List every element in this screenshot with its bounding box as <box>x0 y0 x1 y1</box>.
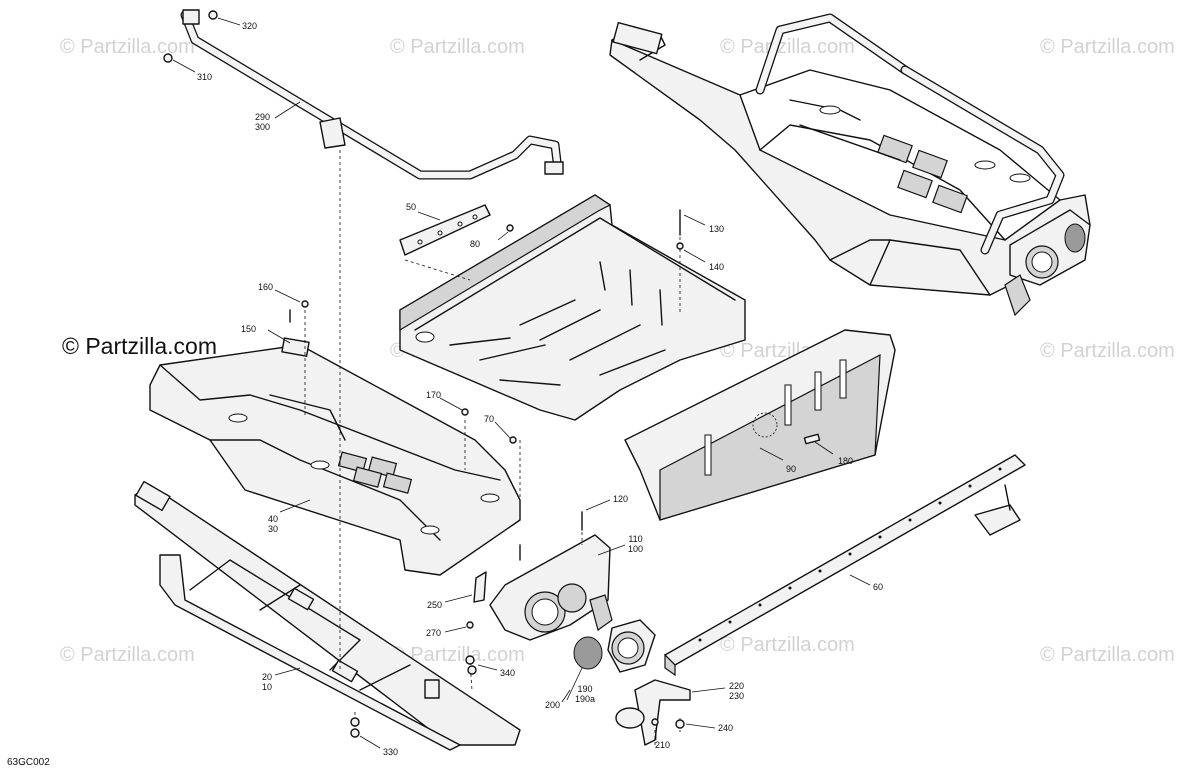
callout-190-190a: 190 190a <box>575 684 596 704</box>
callout-240: 240 <box>718 723 734 733</box>
callout-170: 170 <box>426 390 442 400</box>
callout-110-100: 110 100 <box>628 534 644 554</box>
watermark: © Partzilla.com <box>60 644 195 666</box>
lower-frame-20 <box>134 480 521 751</box>
callout-20-10: 20 10 <box>262 672 273 692</box>
callout-140: 140 <box>709 262 725 272</box>
leader-lines <box>172 17 871 749</box>
watermark: © Partzilla.com <box>390 36 525 58</box>
callout-120: 120 <box>613 494 629 504</box>
cargo-tray-40 <box>149 337 521 576</box>
fasteners <box>163 10 685 738</box>
callout-270: 270 <box>426 628 442 638</box>
watermark: © Partzilla.com <box>1040 36 1175 58</box>
callout-50: 50 <box>406 202 417 212</box>
callout-330: 330 <box>383 747 399 757</box>
watermark: © Partzilla.com <box>390 644 525 666</box>
side-rail-60 <box>664 454 1026 677</box>
watermark: © Partzilla.com <box>720 36 855 58</box>
callout-310: 310 <box>197 72 213 82</box>
callout-80: 80 <box>470 239 481 249</box>
callout-60: 60 <box>873 582 884 592</box>
callout-130: 130 <box>709 224 725 234</box>
callout-160: 160 <box>258 282 274 292</box>
callout-200: 200 <box>545 700 561 710</box>
callout-220-230: 220 230 <box>729 681 745 701</box>
bracket-plate-50 <box>399 204 491 256</box>
watermark: © Partzilla.com <box>1040 340 1175 362</box>
callout-40-30: 40 30 <box>268 514 279 534</box>
rear-bar-290 <box>180 9 564 180</box>
callout-320: 320 <box>242 21 258 31</box>
brand-watermark: © Partzilla.com <box>62 333 217 359</box>
callout-250: 250 <box>427 600 443 610</box>
callout-90: 90 <box>786 464 797 474</box>
side-panel-90 <box>624 329 896 521</box>
diagram-code: 63GC002 <box>7 757 50 768</box>
light-bracket-220 <box>615 679 691 746</box>
watermark: © Partzilla.com <box>720 634 855 656</box>
watermark: © Partzilla.com <box>60 36 195 58</box>
callout-70: 70 <box>484 414 495 424</box>
callout-150: 150 <box>241 324 257 334</box>
callout-180: 180 <box>838 456 854 466</box>
assembled-cargo-box <box>609 13 1091 317</box>
callout-340: 340 <box>500 668 516 678</box>
tail-light-housing-110 <box>489 534 656 673</box>
callout-290-300: 290 300 <box>255 112 271 132</box>
floor-panel <box>399 194 746 421</box>
watermark: © Partzilla.com <box>1040 644 1175 666</box>
callout-210: 210 <box>655 740 671 750</box>
